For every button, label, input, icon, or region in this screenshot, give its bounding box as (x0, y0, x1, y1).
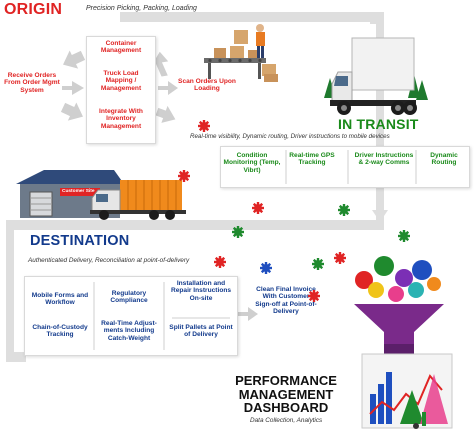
destination-dividers (93, 282, 230, 350)
dest-chain-of-custody: Chain-of-Custody Tracking (32, 324, 88, 339)
receive-orders-label: Receive Orders From Order Mgmt System (4, 72, 60, 94)
destination-box (24, 276, 238, 356)
destination-subtitle: Authenticated Delivery, Reconciliation a… (28, 257, 190, 264)
transit-dynamic-routing: Dynamic Routing (430, 152, 458, 167)
dashboard-title-line2: MANAGEMENT (238, 386, 334, 402)
transit-gps-tracking: Real-time GPS Tracking (289, 152, 335, 167)
scan-orders-label: Scan Orders Upon Loading (178, 78, 236, 93)
dest-split-pallets: Split Pallets at Point of Delivery (169, 324, 233, 339)
origin-step-inventory: Integrate With Inventory Management (99, 108, 143, 130)
origin-title: ORIGIN (4, 1, 63, 18)
dashboard-title-line1: PERFORMANCE (235, 373, 337, 388)
in-transit-dividers (285, 150, 417, 184)
in-transit-subtitle: Real-time visibility, Dynamic routing, D… (190, 133, 390, 140)
dest-regulatory: Regulatory Compliance (110, 290, 148, 305)
origin-step-truck-load: Truck Load Mapping / Management (100, 70, 142, 92)
transit-driver-instructions: Driver Instructions & 2-way Comms (354, 152, 414, 167)
in-transit-box (220, 146, 470, 188)
transit-condition-monitoring: Condition Monitoring (Temp, Vibrt) (223, 152, 281, 174)
origin-subtitle: Precision Picking, Packing, Loading (86, 5, 197, 12)
origin-step-container: Container Management (100, 40, 142, 55)
dashboard-illustration (354, 256, 453, 429)
dest-installation-instructions: Installation and Repair Instructions On-… (170, 280, 232, 302)
dest-mobile-forms: Mobile Forms and Workflow (31, 292, 89, 307)
dest-real-time-adjustments: Real-Time Adjust-ments Including Catch-W… (101, 320, 157, 342)
delivery-truck-illustration (324, 37, 428, 115)
origin-steps-box (86, 36, 156, 144)
dashboard-title-line3: DASHBOARD (243, 400, 329, 416)
dashboard-subtitle: Data Collection, Analytics (250, 417, 323, 424)
dashboard-title: PERFORMANCE MANAGEMENT DASHBOARD (222, 374, 350, 415)
in-transit-title: IN TRANSIT (338, 116, 419, 132)
destination-title: DESTINATION (30, 233, 130, 249)
dest-clean-invoice: Clean Final Invoice With Customer Sign-o… (255, 286, 317, 316)
warehouse-truck-illustration (16, 170, 186, 220)
warehouse-sign: Customer Site (62, 189, 95, 194)
conveyor-worker-illustration (204, 24, 278, 82)
